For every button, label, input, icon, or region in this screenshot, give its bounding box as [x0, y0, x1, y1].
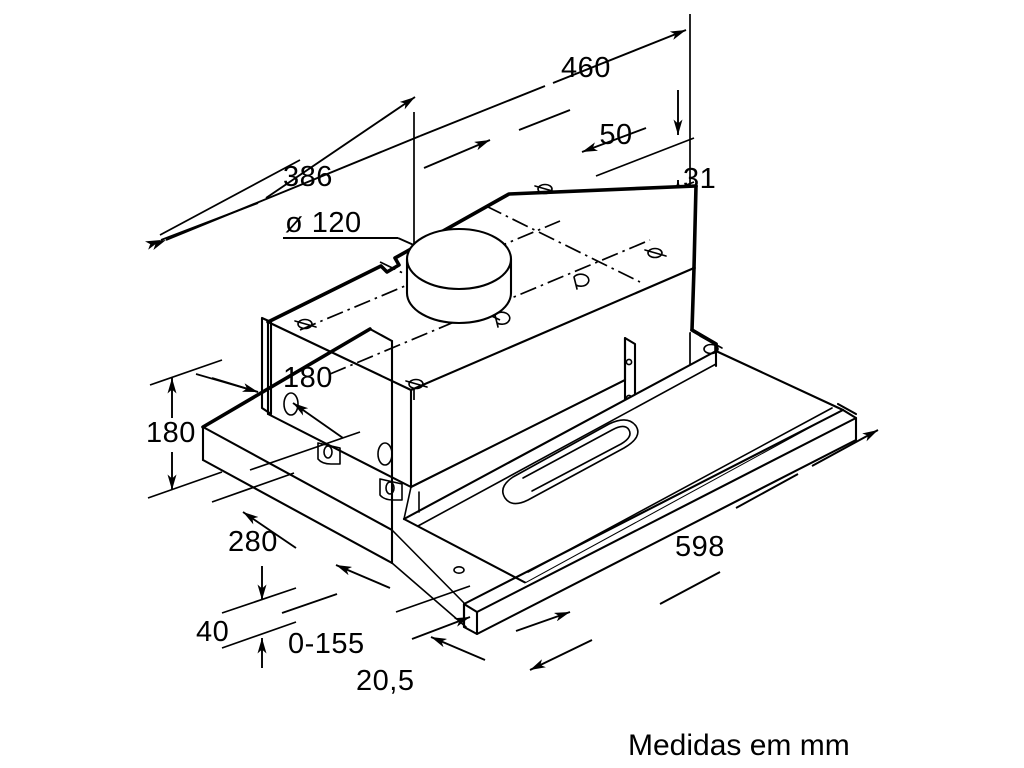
dimension-20-5: 20,5	[356, 585, 571, 697]
dimension-label-460: 460	[561, 52, 611, 84]
dimension-280: 280	[211, 472, 391, 589]
dimension-598: 598	[529, 429, 879, 671]
base-slab	[201, 327, 467, 628]
dimension-460: 460	[149, 29, 687, 251]
dimension-180-left: 180	[146, 359, 223, 499]
dimension-label-0-155: 0-155	[288, 628, 365, 660]
duct-outlet	[405, 227, 513, 325]
dimension-label-280: 280	[228, 526, 278, 558]
dimension-386: 386	[144, 96, 416, 250]
units-caption: Medidas em mm	[628, 729, 850, 762]
dimension-label-598: 598	[675, 531, 725, 563]
dimension-0-155: 0-155	[281, 593, 471, 660]
dimension-label-50: 50	[599, 119, 632, 151]
dimension-label-20-5: 20,5	[356, 665, 414, 697]
dimension-label-386: 386	[283, 161, 333, 193]
diameter-callout-120: ø 120	[283, 207, 453, 263]
dimension-50: 50	[423, 109, 647, 169]
top-face-fasteners	[294, 183, 667, 390]
dimension-40: 40	[196, 566, 297, 668]
dimension-label-diameter-120: ø 120	[285, 207, 362, 239]
dimension-label-180-inner: 180	[283, 362, 333, 394]
dimension-label-180-left: 180	[146, 417, 196, 449]
drawer-rail-connection	[403, 335, 723, 520]
dimension-label-40: 40	[196, 616, 229, 648]
pullout-drawer	[402, 349, 858, 636]
dimension-180-inner: 180	[195, 362, 361, 471]
